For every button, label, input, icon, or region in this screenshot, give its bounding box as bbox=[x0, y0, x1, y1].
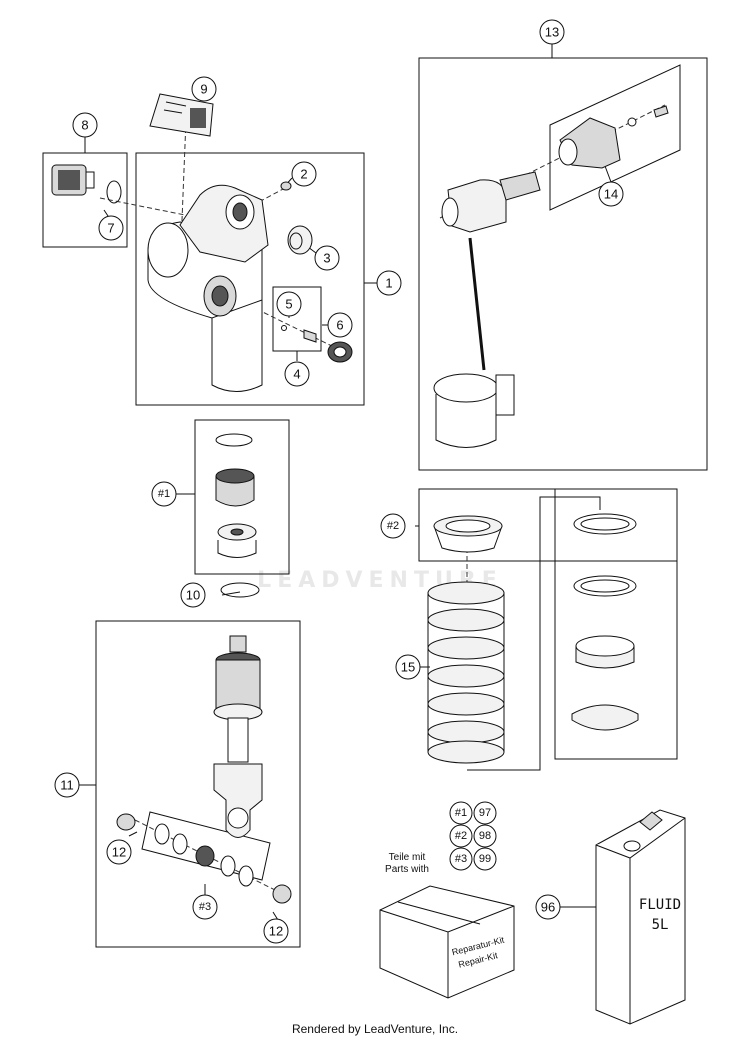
frame-cylinder-assembly bbox=[135, 152, 365, 406]
callout-15: 15 bbox=[401, 660, 415, 675]
callout-1: 1 bbox=[385, 276, 392, 291]
callout-10: 10 bbox=[186, 588, 200, 603]
bushing-3-part bbox=[287, 225, 313, 255]
callout-kit-3: #3 bbox=[199, 901, 211, 913]
callout-6: 6 bbox=[336, 318, 343, 333]
kit-label-line1: Teile mit bbox=[388, 852, 426, 863]
kit-1-parts bbox=[215, 433, 257, 558]
callout-11: 11 bbox=[60, 778, 74, 793]
frame-spring-parts bbox=[554, 488, 678, 760]
callout-8: 8 bbox=[81, 118, 88, 133]
kit-list-1: #1 bbox=[455, 807, 467, 819]
frame-piston-rod-11 bbox=[95, 620, 301, 948]
spring-15-part bbox=[427, 581, 505, 764]
callout-12a: 12 bbox=[112, 845, 126, 860]
callout-kit-2: #2 bbox=[387, 520, 399, 532]
callout-14: 14 bbox=[604, 187, 618, 202]
spring-rings-parts bbox=[571, 513, 639, 731]
fluid-can bbox=[595, 809, 686, 1025]
kit-label-line2: Parts with bbox=[385, 864, 429, 875]
frame-kit-1 bbox=[194, 419, 290, 575]
bracket-spring-rings bbox=[467, 496, 601, 771]
spring-seat-part bbox=[433, 515, 503, 553]
fluid-line2: 5L bbox=[652, 917, 669, 933]
callout-7: 7 bbox=[107, 221, 114, 236]
reservoir-part bbox=[433, 105, 669, 448]
kit-list-99: 99 bbox=[479, 853, 491, 865]
callout-3: 3 bbox=[323, 251, 330, 266]
callout-12b: 12 bbox=[269, 924, 283, 939]
frame-reservoir-13 bbox=[418, 57, 708, 471]
bushing-12-parts bbox=[116, 813, 292, 904]
decal-part bbox=[149, 93, 214, 137]
repair-kit-box bbox=[379, 885, 515, 999]
callout-kit-1: #1 bbox=[158, 488, 170, 500]
callout-2: 2 bbox=[300, 167, 307, 182]
kit-list-98: 98 bbox=[479, 830, 491, 842]
kit-parts-label: Teile mit Parts with bbox=[372, 852, 442, 876]
kit-list-2: #2 bbox=[455, 830, 467, 842]
callout-96: 96 bbox=[541, 900, 555, 915]
callout-13: 13 bbox=[545, 25, 559, 40]
callout-5: 5 bbox=[285, 297, 292, 312]
fluid-line1: FLUID bbox=[639, 897, 681, 913]
bolt-2-part bbox=[280, 181, 292, 191]
callout-9: 9 bbox=[200, 82, 207, 97]
kit-list-97: 97 bbox=[479, 807, 491, 819]
shock-body-part bbox=[147, 184, 269, 392]
kit-3-parts bbox=[154, 823, 254, 887]
piston-rod-part bbox=[213, 635, 263, 838]
ring-10-part bbox=[220, 582, 260, 598]
frame-inner-14 bbox=[549, 64, 681, 211]
axis-valve bbox=[99, 197, 221, 223]
axis-decal bbox=[179, 119, 187, 271]
parts-5-6 bbox=[281, 325, 353, 363]
callout-4: 4 bbox=[293, 367, 300, 382]
footer-credit: Rendered by LeadVenture, Inc. bbox=[291, 1022, 459, 1036]
leader-lines bbox=[68, 40, 612, 921]
valve-part bbox=[51, 164, 122, 204]
kit-list-3: #3 bbox=[455, 853, 467, 865]
